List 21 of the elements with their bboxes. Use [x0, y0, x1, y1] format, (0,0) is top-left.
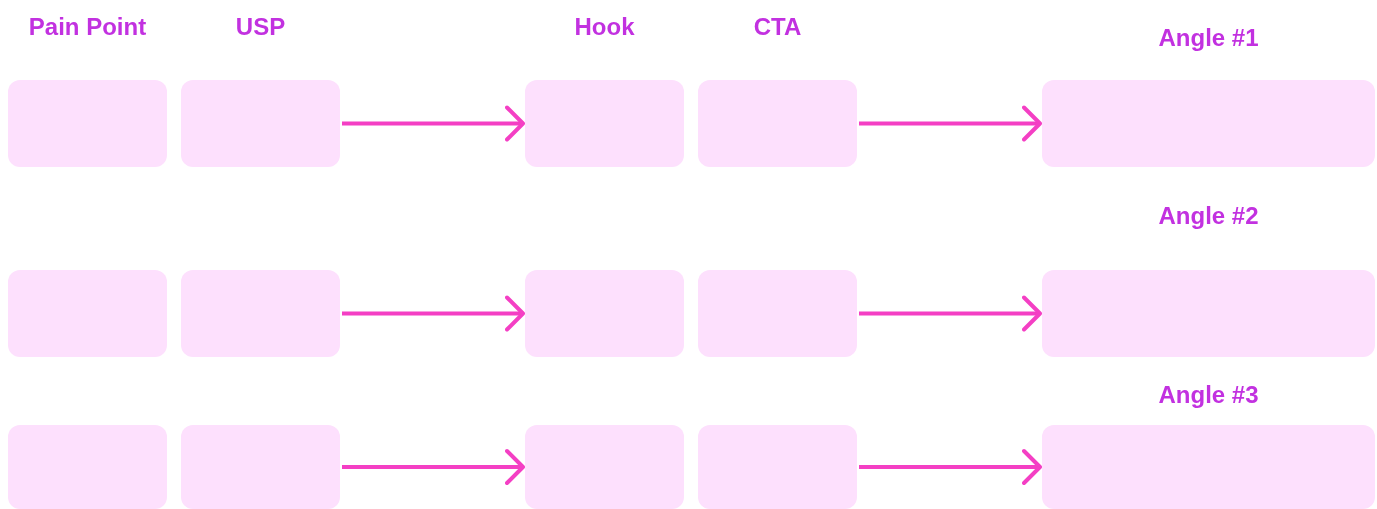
card	[525, 270, 684, 357]
arrow	[342, 295, 525, 332]
column-heading: Pain Point	[27, 12, 148, 42]
arrow	[859, 105, 1042, 142]
card	[698, 270, 857, 357]
card	[8, 425, 167, 509]
arrow	[859, 449, 1042, 485]
column-heading: Angle #1	[1157, 23, 1260, 53]
column-heading: CTA	[752, 12, 803, 42]
column-heading: Angle #2	[1157, 201, 1260, 231]
card	[181, 270, 340, 357]
column-heading: Hook	[573, 12, 636, 42]
column-heading: Angle #3	[1157, 380, 1260, 410]
card	[525, 425, 684, 509]
arrow	[342, 105, 525, 142]
column-heading: USP	[234, 12, 287, 42]
arrow	[342, 449, 525, 485]
card	[698, 425, 857, 509]
card	[181, 425, 340, 509]
card	[8, 270, 167, 357]
arrow	[859, 295, 1042, 332]
